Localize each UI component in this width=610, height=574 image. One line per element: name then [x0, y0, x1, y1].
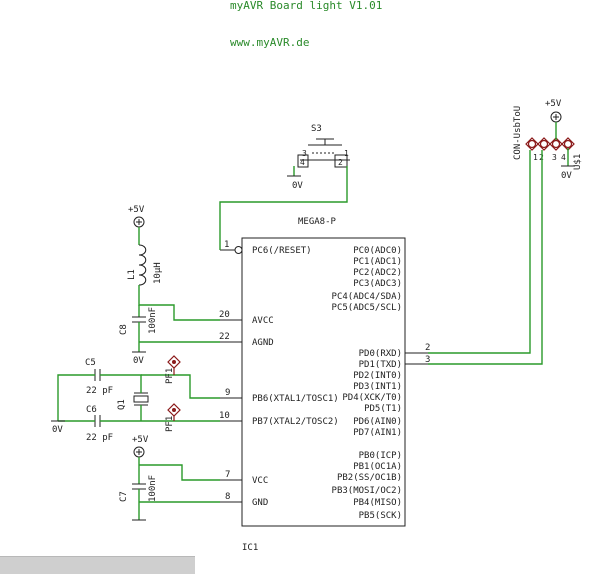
pf1-pad-bottom: PF1: [165, 403, 181, 432]
pin-number-2: 2: [425, 343, 430, 353]
s3-pin-3: 3: [302, 149, 307, 158]
c6-ref: C6: [86, 405, 97, 415]
net-xtal1: [141, 374, 220, 399]
pin-number-20: 20: [219, 310, 230, 320]
pin-name-vcc: VCC: [252, 476, 268, 486]
pin-name-pb6: PB6(XTAL1/TOSC1): [252, 394, 339, 404]
pin-name-pc0: PC0(ADC0): [353, 246, 402, 256]
s3-pin-1: 1: [344, 149, 349, 158]
q1-ref: Q1: [117, 399, 127, 410]
usb-connector: CON-UsbToU U$1 1 2 3 4 +5V 0V: [513, 99, 583, 181]
ic1-part-name: MEGA8-P: [298, 217, 337, 227]
c7-value: 100nF: [148, 475, 158, 502]
pin-number-1: 1: [224, 240, 229, 250]
net-vcc: [139, 464, 220, 481]
pin-name-agnd: AGND: [252, 338, 274, 348]
c8-ref: C8: [119, 324, 129, 335]
connector-ref: U$1: [573, 154, 583, 170]
pin-name-gnd: GND: [252, 498, 268, 508]
pin-number-9: 9: [225, 388, 230, 398]
l1-value: 10µH: [153, 262, 163, 284]
s3-ground-label: 0V: [292, 181, 303, 191]
horizontal-scrollbar[interactable]: [0, 556, 195, 574]
board-title: myAVR Board light V1.01: [230, 0, 382, 12]
capacitor-c5: C5 22 pF: [85, 358, 113, 396]
net-avcc: [138, 285, 220, 321]
pin-name-pd1: PD1(TXD): [359, 360, 402, 370]
pin-name-pc3: PC3(ADC3): [353, 279, 402, 289]
switch-s3: S3 3 4 1 2 0V: [287, 124, 350, 191]
pin-number-7: 7: [225, 470, 230, 480]
reset-inversion-bubble: [234, 246, 243, 254]
capacitor-c6: C6 22 pF: [86, 405, 113, 443]
pin-number-10: 10: [219, 411, 230, 421]
l1-coil: [138, 244, 147, 286]
ic1-body: [241, 237, 406, 527]
c5-value: 22 pF: [86, 386, 113, 396]
c8-value: 100nF: [148, 307, 158, 334]
net-xtal-ground-left: [57, 374, 95, 421]
board-url: www.myAVR.de: [230, 36, 309, 49]
inductor-l1: +5V L1 10µH: [127, 205, 163, 286]
connector-ground-label: 0V: [561, 171, 572, 181]
pin-name-pb5: PB5(SCK): [359, 511, 402, 521]
pin-name-pc1: PC1(ADC1): [353, 257, 402, 267]
pin-name-pd2: PD2(INT0): [353, 371, 402, 381]
c7-ref: C7: [119, 491, 129, 502]
capacitor-c7: +5V C7 100nF: [119, 435, 158, 521]
pin-name-pd6: PD6(AIN0): [353, 417, 402, 427]
l1-ref: L1: [127, 269, 137, 280]
connector-pin-1: 1: [533, 153, 538, 162]
pin-name-pb4: PB4(MISO): [353, 498, 402, 508]
connector-supply-label: +5V: [545, 99, 562, 109]
ic1-ref: IC1: [242, 543, 258, 553]
pf1-label-top: PF1: [165, 368, 175, 384]
c7-supply-label: +5V: [132, 435, 149, 445]
pin-name-pc2: PC2(ADC2): [353, 268, 402, 278]
connector-name: CON-UsbToU: [513, 106, 523, 160]
pin-name-pd4: PD4(XCK/T0): [342, 393, 402, 403]
pin-name-pd3: PD3(INT1): [353, 382, 402, 392]
pin-name-pb3: PB3(MOSI/OC2): [332, 486, 402, 496]
net-reset: [219, 166, 348, 250]
pin-name-pb1: PB1(OC1A): [353, 462, 402, 472]
net-txd: [428, 150, 543, 365]
xtal-ground-label: 0V: [52, 425, 63, 435]
pin-name-pd7: PD7(AIN1): [353, 428, 402, 438]
s3-pin-2: 2: [338, 158, 343, 167]
pin-name-pc4: PC4(ADC4/SDA): [332, 292, 402, 302]
connector-pin-4: 4: [561, 153, 566, 162]
l1-supply-label: +5V: [128, 205, 145, 215]
pin-name-avcc: AVCC: [252, 316, 274, 326]
pf1-pad-top: PF1: [165, 355, 181, 384]
crystal-q1: Q1: [117, 392, 149, 410]
ic1-mega8: MEGA8-P IC1 1 PC6(/RESET) 20 AVCC 22 AGN…: [219, 217, 430, 553]
pin-name-pb0: PB0(ICP): [359, 451, 402, 461]
pin-name-pb2: PB2(SS/OC1B): [337, 473, 402, 483]
pin-name-pc5: PC5(ADC5/SCL): [332, 303, 402, 313]
pf1-label-bottom: PF1: [165, 416, 175, 432]
pin-name-pd5: PD5(T1): [364, 404, 402, 414]
s3-pin-4: 4: [300, 158, 305, 167]
connector-pin-3: 3: [552, 153, 557, 162]
capacitor-c8: C8 100nF 0V: [119, 305, 158, 366]
pin-number-3: 3: [425, 355, 430, 365]
pin-number-22: 22: [219, 332, 230, 342]
pin-name-pc6: PC6(/RESET): [252, 246, 312, 256]
c5-ref: C5: [85, 358, 96, 368]
s3-ref: S3: [311, 124, 322, 134]
net-rxd: [428, 150, 531, 354]
c8-ground-label: 0V: [133, 356, 144, 366]
pin-number-8: 8: [225, 492, 230, 502]
pin-name-pb7: PB7(XTAL2/TOSC2): [252, 417, 339, 427]
pin-name-pd0: PD0(RXD): [359, 349, 402, 359]
c6-value: 22 pF: [86, 433, 113, 443]
